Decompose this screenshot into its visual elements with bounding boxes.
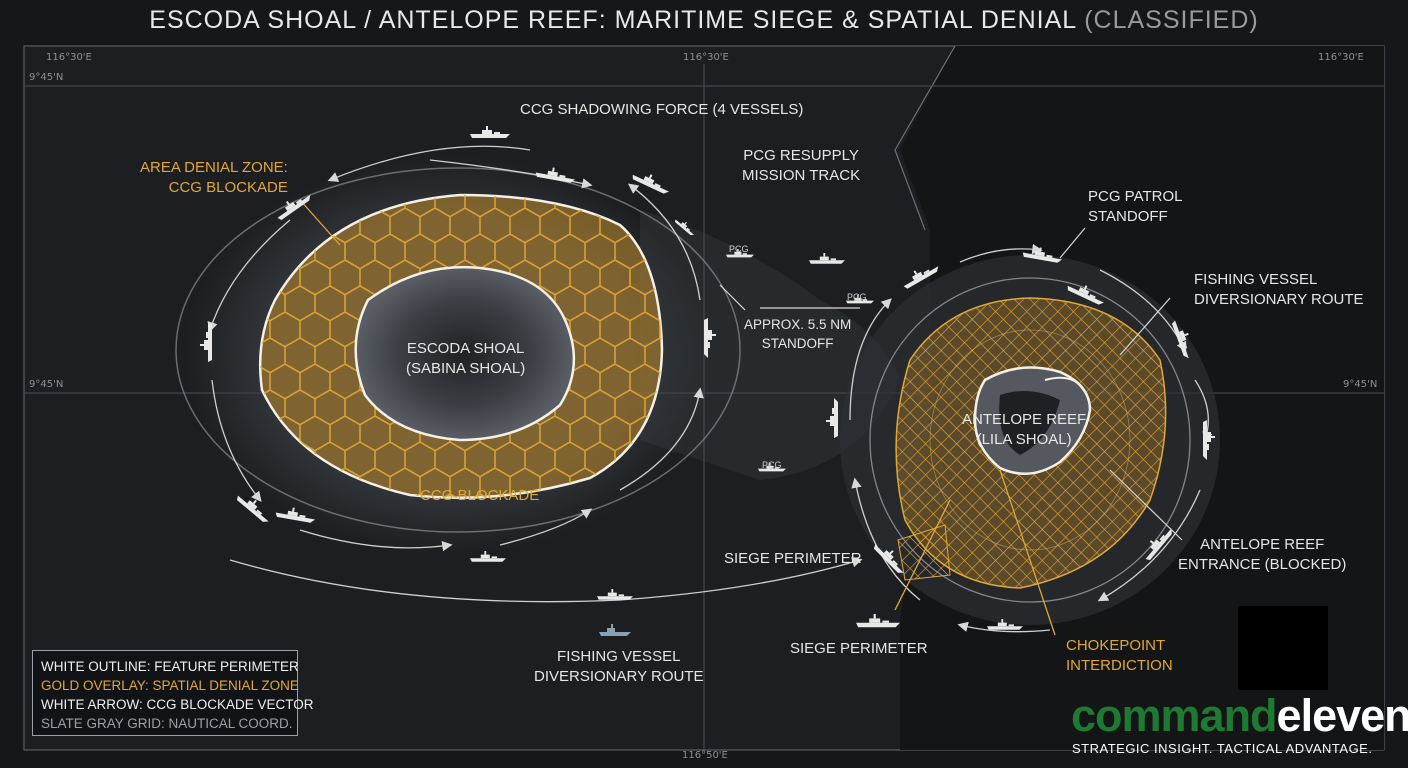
classification-tag: (CLASSIFIED) [1084,6,1259,34]
white-leader-lines [719,227,1183,541]
ccg-blockade-vectors-left [207,145,863,603]
label-antelope-entrance: ANTELOPE REEF ENTRANCE (BLOCKED) [1178,536,1347,573]
label-standoff: APPROX. 5.5 NM STANDOFF [744,317,852,351]
brand-logo: commandeleven [1071,690,1408,742]
fishing-vessel-icon [599,624,631,636]
brand-part-eleven: eleven [1276,690,1408,741]
label-pcg-patrol: PCG PATROL STANDOFF [1088,188,1183,225]
coord-lon-top-right: 116°30'E [1318,52,1364,63]
coord-lat-mid-left: 9°45'N [29,379,64,390]
brand-part-command: command [1071,690,1278,741]
label-antelope-reef: ANTELOPE REEF (LILA SHOAL) [962,411,1087,448]
legend-feature-perimeter: WHITE OUTLINE: FEATURE PERIMETER [41,659,299,674]
label-siege-perimeter-mid: SIEGE PERIMETER [724,550,862,567]
title-main: ESCODA SHOAL / ANTELOPE REEF: MARITIME S… [149,6,1077,34]
map-title: ESCODA SHOAL / ANTELOPE REEF: MARITIME S… [0,6,1408,35]
label-ccg-blockade: CCG BLOCKADE [420,487,540,504]
coord-lon-bottom: 116°50'E [682,750,728,761]
coord-lat-top-left: 9°45'N [29,72,64,83]
pcg-tag: PCG [729,244,749,254]
label-area-denial: AREA DENIAL ZONE: CCG BLOCKADE [140,159,288,196]
label-chokepoint: CHOKEPOINT INTERDICTION [1066,637,1173,674]
label-escoda-shoal: ESCODA SHOAL (SABINA SHOAL) [406,340,526,377]
pcg-tag: PCG [847,292,867,302]
coord-lon-top-center: 116°30'E [683,52,729,63]
legend-spatial-denial: GOLD OVERLAY: SPATIAL DENIAL ZONE [41,678,299,693]
label-fishing-diversion-right: FISHING VESSEL DIVERSIONARY ROUTE [1194,271,1364,308]
label-ccg-shadowing: CCG SHADOWING FORCE (4 VESSELS) [520,101,804,118]
map-legend: WHITE OUTLINE: FEATURE PERIMETER GOLD OV… [32,650,314,736]
vessel-icons [200,126,1215,636]
coord-lat-mid-right: 9°45'N [1343,379,1378,390]
legend-nautical-grid: SLATE GRAY GRID: NAUTICAL COORD. [41,716,293,731]
brand-tagline: STRATEGIC INSIGHT. TACTICAL ADVANTAGE. [1072,741,1373,756]
gold-leader-lines [299,199,1056,636]
redaction-box [1238,606,1328,690]
label-fishing-diversion-bottom: FISHING VESSEL DIVERSIONARY ROUTE [534,648,704,685]
coord-lon-top-left: 116°30'E [46,52,92,63]
label-pcg-resupply: PCG RESUPPLY MISSION TRACK [742,147,861,184]
pcg-tag: PCG [762,460,782,470]
label-siege-perimeter-bottom: SIEGE PERIMETER [790,640,928,657]
legend-blockade-vector: WHITE ARROW: CCG BLOCKADE VECTOR [41,697,314,712]
escoda-shoal-outline [354,265,576,442]
